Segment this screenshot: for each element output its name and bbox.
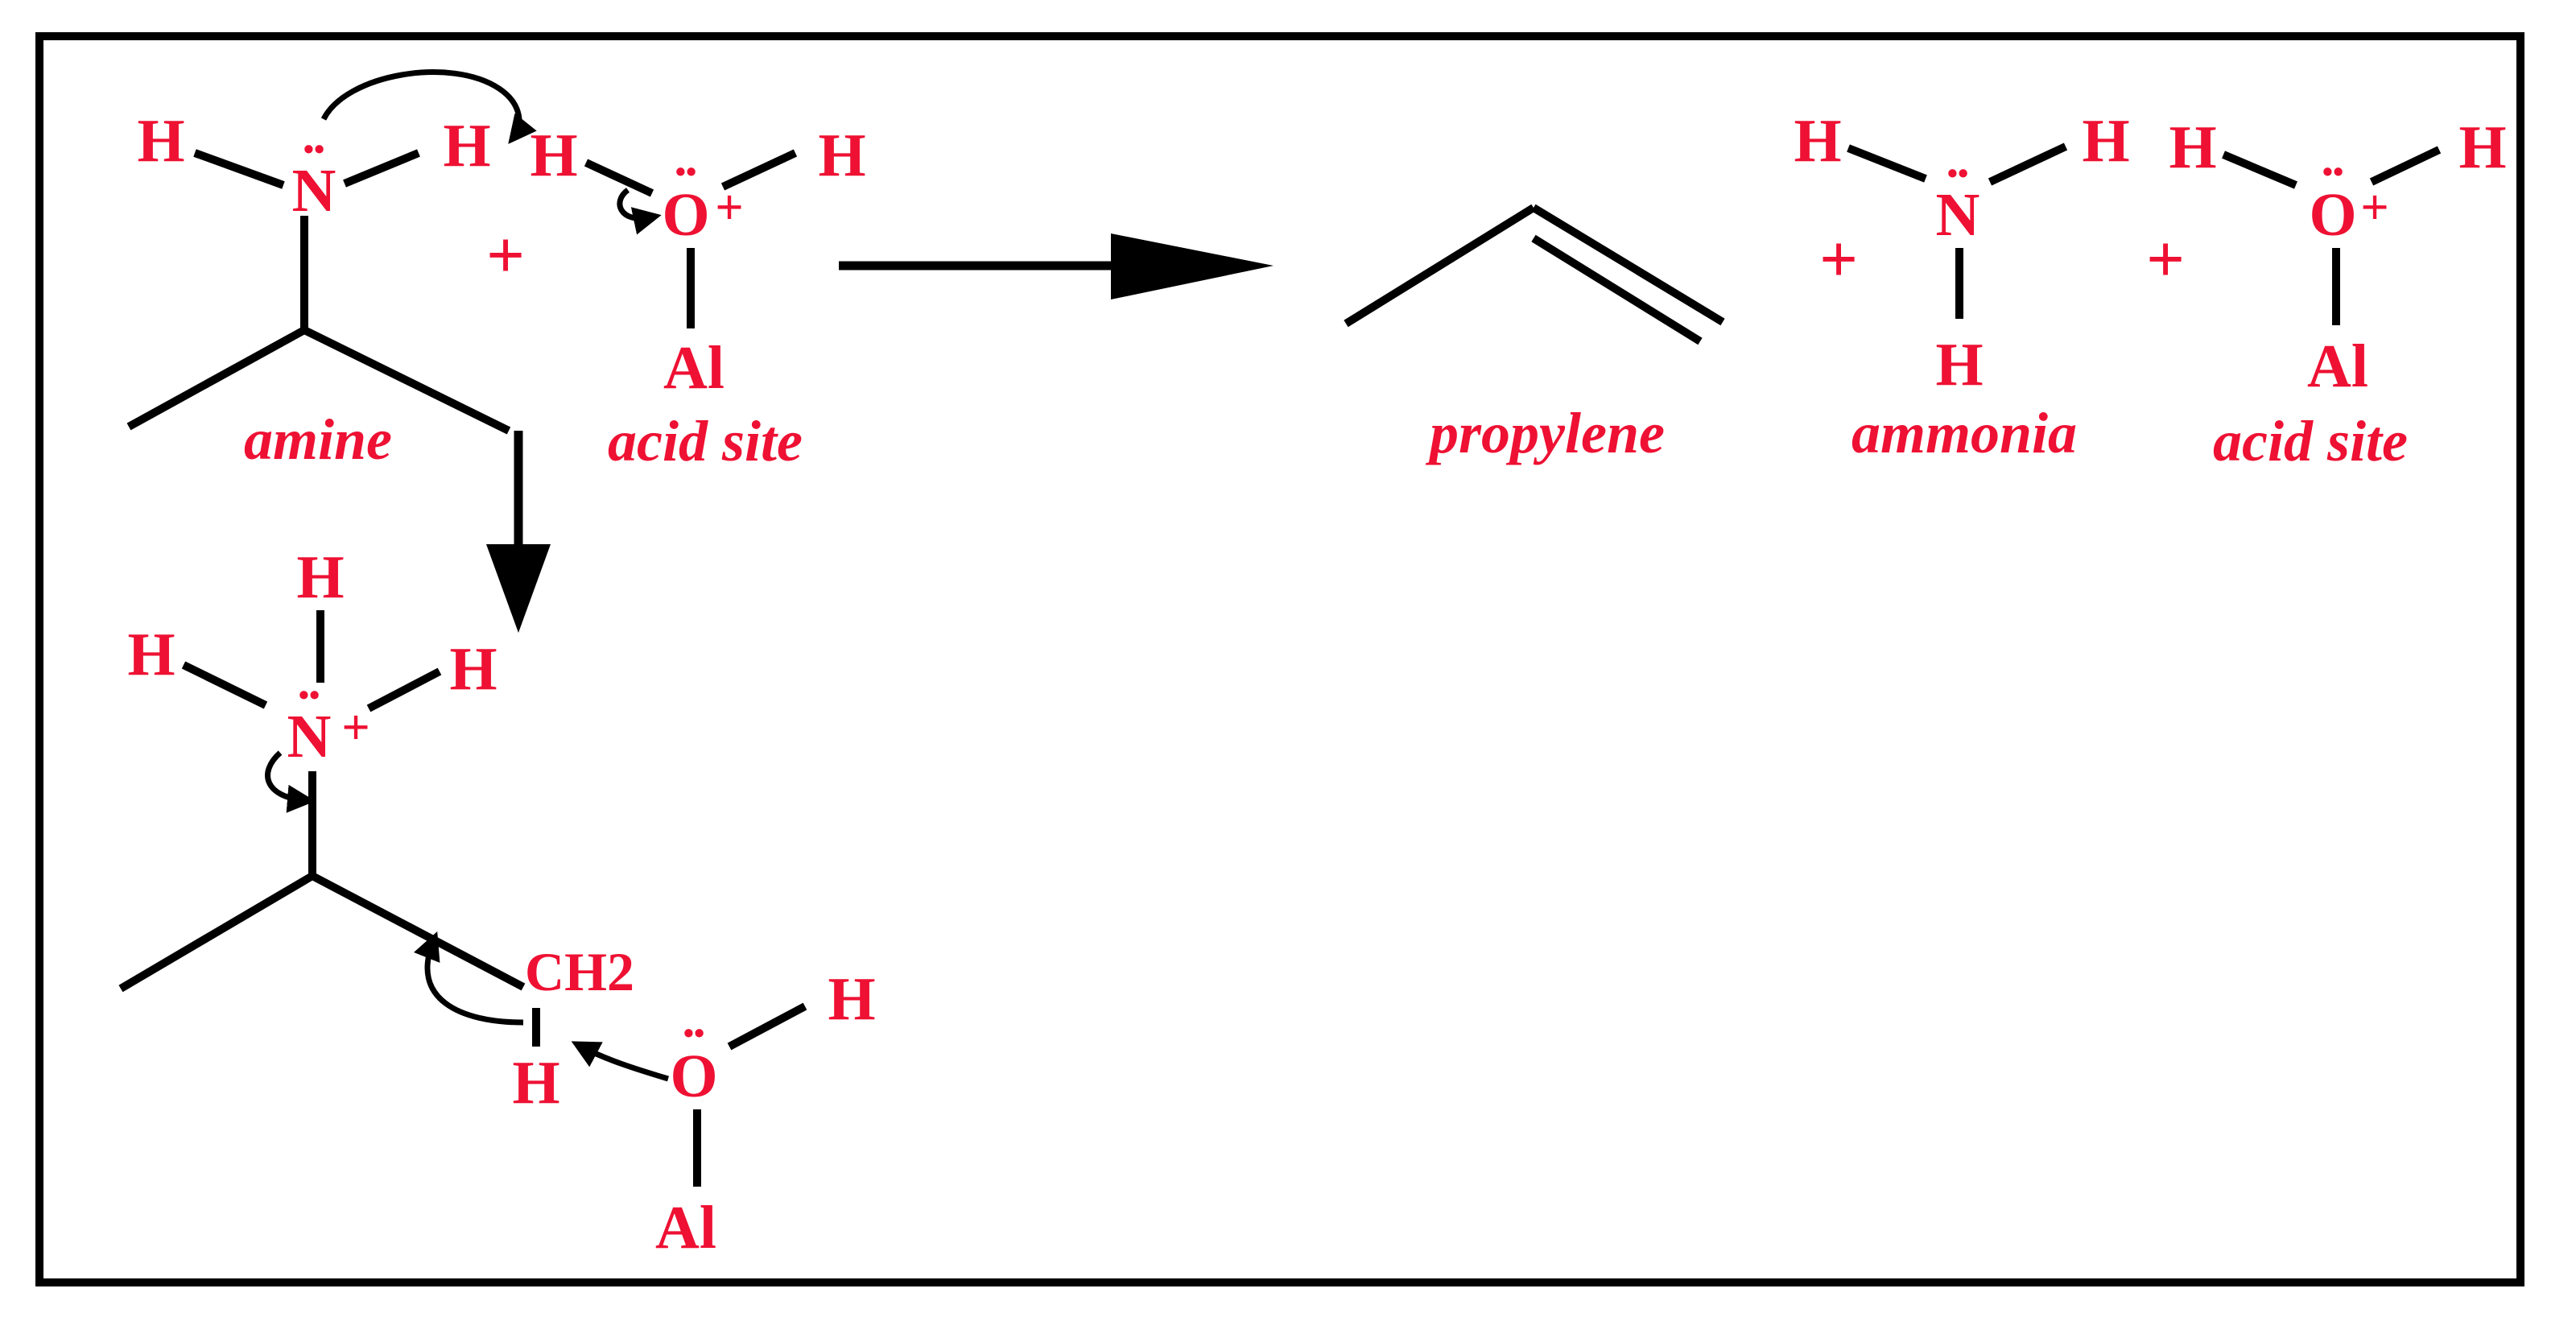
acid-site-product-oxygen: O (2309, 181, 2356, 249)
down-arrow-head (486, 544, 551, 633)
ammonia-lone-pair: •• (1947, 157, 1969, 191)
intermediate-lone-pair: •• (299, 679, 320, 712)
intermediate-hydroxyl-oxygen: O (670, 1043, 717, 1110)
acid-site-bond-o-h-right (720, 149, 798, 191)
intermediate-bond-ch3-ch (118, 872, 315, 993)
intermediate-nitrogen: N (287, 703, 332, 770)
acid-site-bond-h-o (584, 159, 654, 197)
product-plus-sign-1: + (1819, 222, 1858, 297)
diagram-border (35, 32, 2524, 1286)
ammonia-h-right: H (2082, 107, 2129, 175)
down-arrow (486, 431, 551, 633)
ammonia-bond-h-right (1988, 142, 2068, 186)
propylene-bond-double-a (1531, 204, 1725, 326)
amine-lone-pair: •• (303, 133, 325, 167)
intermediate-bond-h-right (366, 667, 442, 712)
intermediate-h-lower: H (512, 1049, 559, 1117)
intermediate-bond-h-left (181, 661, 268, 709)
curved-arrow-h-to-o (617, 188, 662, 235)
intermediate-h-left: H (127, 621, 175, 688)
product-plus-sign-2: + (2146, 222, 2185, 297)
intermediate-aluminium: Al (655, 1194, 716, 1262)
intermediate-hydroxyl-lone-pair: •• (683, 1017, 705, 1051)
amine-nitrogen: N (292, 157, 336, 225)
acid-site-oxygen: O (662, 181, 709, 249)
ammonia-label: ammonia (1852, 401, 2077, 465)
acid-site-product-h-right: H (2458, 114, 2506, 181)
ammonia-h-left: H (1794, 107, 1841, 175)
amine-bond-ch-ch2 (302, 326, 511, 435)
curved-arrow-n-to-h (320, 69, 537, 144)
curved-arrow-c-n-cleavage (265, 750, 316, 813)
intermediate-h-top: H (296, 543, 344, 611)
intermediate-molecule: H H H N •• + CH2 H O •• H Al (118, 543, 876, 1262)
ammonia-nitrogen: N (1936, 181, 1980, 249)
acid-site-lone-pair: •• (675, 155, 697, 189)
acid-site-h-right: H (818, 122, 865, 189)
ammonia-bond-h-left (1847, 144, 1927, 183)
acid-site-product-aluminium: Al (2307, 332, 2368, 400)
acid-site-charge: + (715, 180, 743, 235)
acid-site-aluminium: Al (663, 334, 724, 402)
intermediate-bond-ch-ch2 (310, 872, 526, 991)
reactant-plus-sign: + (486, 218, 525, 293)
propylene-bond-double-b (1531, 234, 1703, 345)
amine-h-right: H (443, 112, 490, 180)
amine-h-left: H (137, 107, 184, 175)
intermediate-hydroxyl-h: H (828, 965, 875, 1033)
acid-site-product-bond-h-right (2369, 146, 2442, 186)
acid-site-label: acid site (608, 409, 803, 473)
amine-label: amine (244, 407, 392, 472)
amine-molecule: H N •• H amine (126, 69, 537, 472)
reaction-arrow-head (1111, 233, 1274, 299)
intermediate-h-right: H (449, 635, 497, 703)
ammonia-molecule: H N •• H H ammonia (1794, 107, 2129, 465)
amine-bond-n-h-left (193, 149, 285, 189)
acid-site-product: H O •• + H Al acid site (2169, 114, 2506, 473)
intermediate-charge: + (341, 700, 369, 755)
amine-bond-ch3-ch (126, 326, 307, 431)
propylene-label: propylene (1425, 401, 1665, 465)
intermediate-ch2: CH2 (525, 941, 634, 1002)
ammonia-h-bottom: H (1935, 331, 1983, 399)
acid-site-h-left: H (530, 122, 577, 189)
reaction-arrow (839, 233, 1274, 299)
intermediate-bond-o-h (727, 1002, 807, 1051)
curved-arrow-ch-to-cc (413, 931, 524, 1026)
acid-site-product-label: acid site (2213, 409, 2408, 473)
propylene-molecule: propylene (1344, 204, 1725, 465)
acid-site-product-bond-h-left (2222, 151, 2297, 189)
amine-bond-n-h-right (343, 149, 420, 188)
acid-site-product-charge: + (2360, 180, 2388, 235)
curved-arrow-o-to-h (571, 1041, 670, 1082)
acid-site-product-lone-pair: •• (2322, 155, 2344, 189)
acid-site-reactant: H O •• + H Al acid site (530, 122, 865, 473)
propylene-bond-single (1344, 204, 1536, 328)
acid-site-product-h-left: H (2169, 114, 2216, 181)
